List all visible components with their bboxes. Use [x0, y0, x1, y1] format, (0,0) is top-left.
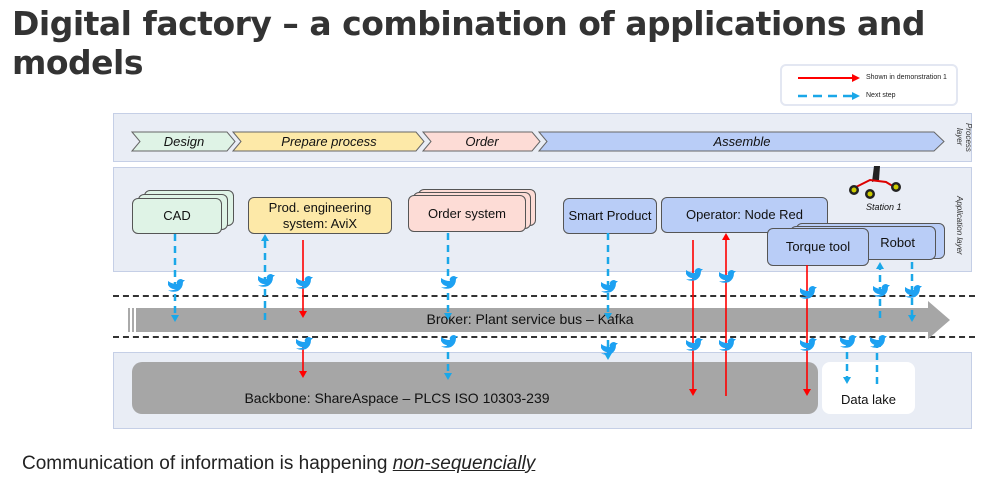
go-kart-image — [849, 166, 901, 199]
demo-arrow — [803, 265, 811, 396]
twitter-bird-icon — [441, 335, 458, 348]
twitter-bird-icon — [870, 335, 887, 348]
process-layer-label: Process layer — [955, 122, 973, 152]
step-order: Order — [422, 131, 542, 152]
backbone-label: Backbone: ShareAspace – PLCS ISO 10303-2… — [244, 390, 550, 406]
twitter-bird-icon — [800, 338, 817, 351]
broker-boundary-top — [113, 295, 975, 297]
twitter-bird-icon — [719, 270, 736, 283]
footer-note: Communication of information is happenin… — [22, 453, 536, 474]
twitter-bird-icon — [441, 276, 458, 289]
twitter-bird-icon — [873, 284, 890, 297]
twitter-bird-icon — [296, 276, 313, 289]
step-prepare-process: Prepare process — [232, 131, 426, 152]
app-cad[interactable]: CAD — [132, 198, 222, 234]
next-step-arrow — [908, 262, 916, 322]
twitter-bird-icon — [601, 280, 618, 293]
twitter-bird-icon — [840, 335, 857, 348]
step-design: Design — [131, 131, 237, 152]
next-step-arrow — [604, 233, 612, 320]
demo-arrow — [689, 240, 697, 396]
step-assemble: Assemble — [538, 131, 946, 152]
legend-dashed-label: Next step — [866, 92, 896, 99]
twitter-bird-icon — [601, 342, 618, 355]
legend-solid-label: Shown in demonstration 1 — [866, 74, 947, 81]
broker-boundary-bottom — [113, 336, 975, 338]
twitter-bird-icon — [258, 274, 275, 287]
twitter-bird-icon — [296, 337, 313, 350]
broker-label: Broker: Plant service bus – Kafka — [426, 311, 634, 327]
twitter-bird-icon — [905, 285, 922, 298]
legend: Shown in demonstration 1 Next step — [780, 64, 958, 106]
next-step-arrow — [444, 233, 452, 320]
twitter-bird-icon — [686, 268, 703, 281]
twitter-bird-icon — [168, 279, 185, 292]
backbone-box — [132, 362, 818, 414]
station-label: Station 1 — [866, 202, 902, 212]
broker-arrow — [128, 301, 950, 339]
next-step-arrow — [171, 234, 179, 322]
twitter-bird-icon — [686, 338, 703, 351]
data-lake-box[interactable]: Data lake — [822, 362, 915, 414]
twitter-bird-icon — [800, 286, 817, 299]
app-order-system[interactable]: Order system — [408, 195, 526, 232]
app-smart-product[interactable]: Smart Product — [563, 198, 657, 234]
demo-arrow — [299, 240, 307, 318]
legend-swatches — [798, 74, 860, 100]
slide-title: Digital factory – a combination of appli… — [12, 4, 925, 82]
twitter-bird-icon — [719, 338, 736, 351]
app-torque-tool[interactable]: Torque tool — [767, 228, 869, 266]
application-layer-label: Application layer — [955, 195, 964, 255]
app-avix[interactable]: Prod. engineering system: AviX — [248, 197, 392, 234]
demo-arrow — [722, 233, 730, 396]
